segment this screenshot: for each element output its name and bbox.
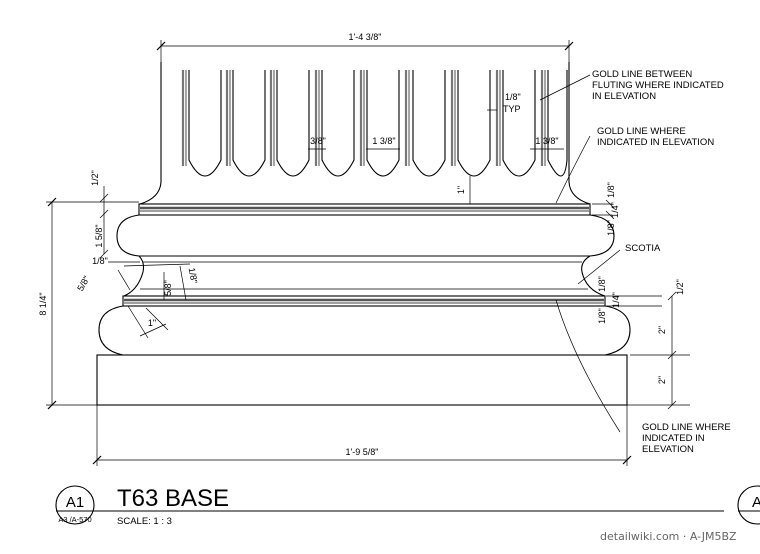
right-eighth-b-label: 1/8" (606, 220, 616, 236)
left-five-eighths-a-label: 5/8" (75, 274, 92, 293)
left-five-eighths-b-label: 5/8" (163, 280, 173, 296)
right-eighth-d-label: 1/8" (597, 308, 607, 324)
note-gold-where-1: GOLD LINE WHERE (597, 126, 686, 137)
note-gold-between-2: FLUTING WHERE INDICATED (592, 80, 724, 91)
title-block: A1 A3 /A-570 T63 BASE SCALE: 1 : 3 A (55, 485, 760, 527)
watermark: detailwiki.com · A-JM5BZ (600, 530, 737, 543)
right-quarter-a-label: 1/4" (610, 202, 620, 218)
detail-scale: SCALE: 1 : 3 (117, 516, 172, 527)
left-half-inch-label: 1/2" (90, 170, 100, 186)
flute-3 (276, 70, 310, 177)
right-two-inch-b-label: 2" (657, 376, 667, 384)
note-gold-between-1: GOLD LINE BETWEEN (592, 69, 692, 80)
next-tag-number: A (752, 494, 760, 511)
dimension-right-details: 1/8" 1/4" 1/8" 1/8" 1/4" 1/8" 1/2" 2" 2" (592, 182, 690, 410)
bottom-width-label: 1'-9 5/8" (346, 447, 379, 457)
right-eighth-c-label: 1/8" (597, 276, 607, 292)
next-tag-circle (737, 485, 760, 525)
left-one-five-eighths-label: 1 5/8" (94, 224, 104, 247)
fillet-one-inch-label: 1" (456, 186, 466, 194)
left-one-inch-label: 1" (148, 318, 156, 328)
flute-9 (547, 70, 568, 177)
detail-tag-circle (55, 485, 95, 525)
detail-title: T63 BASE (117, 485, 229, 512)
plinth (96, 354, 628, 406)
detail-tag-sheet: A3 /A-570 (58, 515, 91, 524)
note-gold-where-2: INDICATED IN ELEVATION (597, 137, 714, 148)
flute-7 (457, 70, 491, 177)
right-half-inch-label: 1/2" (675, 279, 685, 295)
right-two-inch-a-label: 2" (657, 326, 667, 334)
upper-torus (116, 214, 615, 257)
flute-8 (502, 70, 536, 177)
note-gold-lower-2: INDICATED IN (642, 433, 705, 444)
flute-2 (232, 70, 266, 177)
dimension-flutes: 3/8" 1 3/8" 1 3/8" 1/8" TYP 1" (308, 92, 564, 204)
flute-width-a-label: 1 3/8" (372, 136, 395, 146)
right-quarter-b-label: 1/4" (611, 292, 621, 308)
flute-6 (412, 70, 446, 177)
column-shaft (139, 62, 591, 205)
gold-typ-label: TYP (503, 104, 521, 114)
scotia-profile (123, 255, 606, 297)
note-gold-between-3: IN ELEVATION (592, 91, 656, 102)
flute-4 (321, 70, 355, 177)
dimension-top-width: 1'-4 3/8" (156, 32, 574, 62)
dimension-left-details: 1/2" 1 5/8" 1/8" 5/8" 5/8" 1/8" 1" (75, 170, 200, 339)
lower-fillet (122, 295, 606, 307)
lower-torus (98, 305, 631, 356)
right-eighth-a-label: 1/8" (606, 182, 616, 198)
flute-1 (188, 70, 222, 177)
detail-tag-number: A1 (66, 494, 84, 511)
top-width-label: 1'-4 3/8" (349, 32, 382, 42)
annotation-notes: GOLD LINE BETWEEN FLUTING WHERE INDICATE… (539, 69, 731, 455)
shaft-fluting (181, 70, 568, 177)
note-scotia: SCOTIA (625, 243, 661, 254)
dimension-bottom-width: 1'-9 5/8" (92, 405, 632, 466)
note-gold-lower-1: GOLD LINE WHERE (642, 422, 731, 433)
gold-width-label: 1/8" (505, 92, 521, 102)
dimension-total-height: 8 1/4" (38, 197, 139, 410)
total-height-label: 8 1/4" (38, 292, 48, 315)
left-eighth-label: 1/8" (92, 256, 108, 266)
note-gold-lower-3: ELEVATION (642, 444, 694, 455)
upper-fillet (138, 203, 591, 216)
flute-5 (366, 70, 400, 177)
left-eighth-small-label: 1/8" (187, 267, 200, 284)
flute-width-b-label: 1 3/8" (535, 136, 558, 146)
flute-space-label: 3/8" (310, 136, 326, 146)
